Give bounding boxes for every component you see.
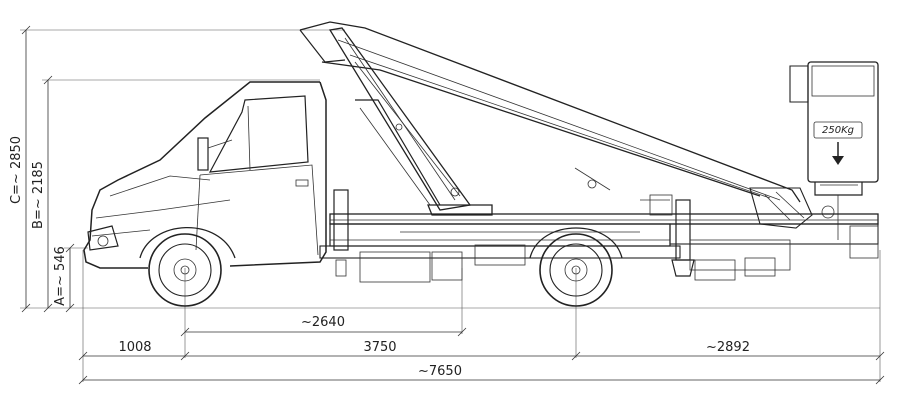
label-height-C: C=~ 2850 bbox=[9, 136, 24, 204]
basket: 250Kg bbox=[789, 61, 879, 240]
down-arrow-icon bbox=[832, 156, 844, 165]
chassis bbox=[319, 189, 879, 283]
boom bbox=[299, 21, 835, 229]
lift-arm bbox=[328, 27, 611, 216]
rear-wheel bbox=[529, 227, 623, 307]
label-rear-overhang: ~2892 bbox=[706, 340, 750, 355]
label-height-B: B=~ 2185 bbox=[31, 161, 46, 229]
label-height-A: A=~ 546 bbox=[53, 246, 68, 306]
basket-load-label: 250Kg bbox=[822, 125, 854, 136]
load-plate bbox=[813, 121, 863, 139]
label-front-overhang: 1008 bbox=[118, 340, 151, 355]
label-wheelbase: 3750 bbox=[363, 340, 396, 355]
front-wheel bbox=[148, 233, 222, 307]
cab bbox=[83, 81, 327, 269]
label-overall-length: ~7650 bbox=[418, 364, 462, 379]
dimension-lines bbox=[20, 25, 885, 385]
label-2640: ~2640 bbox=[301, 315, 345, 330]
